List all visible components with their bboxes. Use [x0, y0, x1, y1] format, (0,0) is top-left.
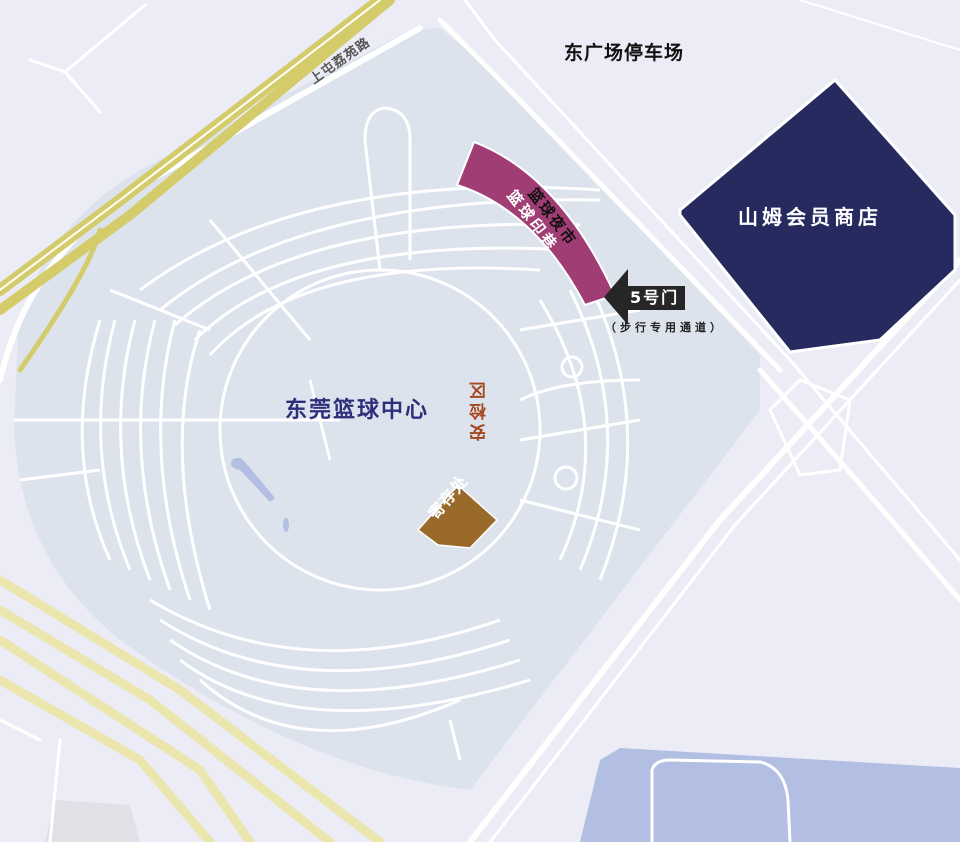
- store-label[interactable]: 山姆会员商店: [738, 205, 882, 229]
- venue-label[interactable]: 东莞篮球中心: [285, 398, 430, 423]
- alley-zone: [455, 140, 617, 307]
- parking-label: 东广场停车场: [564, 42, 685, 64]
- gate-5-label: 5号门: [630, 288, 680, 307]
- store-building: [678, 77, 957, 354]
- gate-note-label: （步行专用通道）: [605, 321, 725, 334]
- venue-area: [14, 28, 760, 790]
- storage-zone: [416, 483, 499, 549]
- security-zone-label: 安检区: [470, 378, 490, 441]
- water-area: [580, 748, 960, 842]
- gate-5-marker[interactable]: 5号门: [624, 286, 686, 310]
